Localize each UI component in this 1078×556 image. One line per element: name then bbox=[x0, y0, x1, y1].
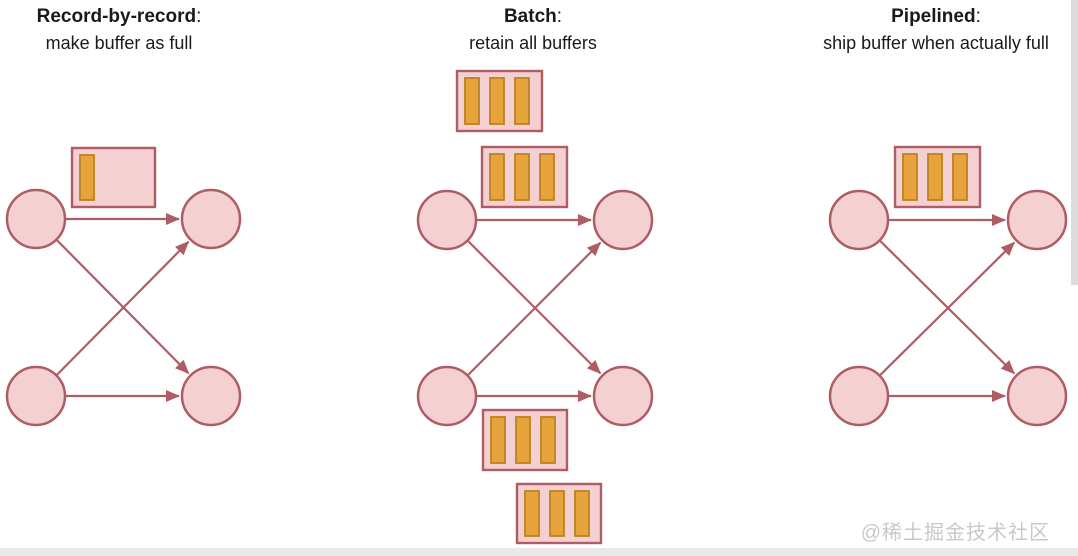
buffer-slot-filled-batch-2-2 bbox=[514, 153, 530, 201]
column-heading: Batch: bbox=[412, 4, 654, 30]
column-title-record-by-record: Record-by-record: make buffer as full bbox=[0, 4, 238, 56]
buffer-slot-filled-record-by-record-1-1 bbox=[79, 154, 95, 201]
arrow-batch-src-top-to-dst-bottom bbox=[466, 239, 602, 375]
column-heading-colon: : bbox=[196, 6, 202, 27]
buffer-slot-filled-pipelined-1-1 bbox=[902, 153, 918, 201]
node-batch-src-top bbox=[416, 189, 478, 251]
column-heading: Pipelined: bbox=[796, 4, 1076, 30]
arrow-record-by-record-src-top-to-dst-bottom bbox=[55, 238, 190, 375]
buffer-slot-filled-batch-4-2 bbox=[549, 490, 565, 537]
column-title-pipelined: Pipelined: ship buffer when actually ful… bbox=[796, 4, 1076, 56]
arrow-batch-src-bottom-to-dst-top bbox=[466, 241, 602, 377]
buffer-slot-filled-batch-2-3 bbox=[539, 153, 555, 201]
column-heading-colon: : bbox=[556, 6, 563, 27]
column-subtitle: make buffer as full bbox=[45, 33, 193, 53]
arrow-record-by-record-src-bottom-to-dst-top bbox=[55, 240, 190, 377]
column-heading-text: Batch bbox=[503, 6, 557, 27]
node-record-by-record-dst-bottom bbox=[180, 365, 242, 427]
horizontal-scrollbar-track[interactable] bbox=[0, 548, 1078, 556]
column-heading-text: Record-by-record bbox=[36, 6, 197, 27]
buffer-slot-filled-batch-3-1 bbox=[490, 416, 506, 464]
node-pipelined-dst-bottom bbox=[1006, 365, 1068, 427]
column-heading: Record-by-record: bbox=[0, 4, 238, 30]
buffer-slot-filled-batch-1-1 bbox=[464, 77, 480, 125]
column-heading-colon: : bbox=[975, 6, 981, 27]
arrow-pipelined-src-bottom-to-dst-top bbox=[878, 241, 1016, 377]
node-batch-dst-top bbox=[592, 189, 654, 251]
buffer-slot-filled-batch-4-1 bbox=[524, 490, 540, 537]
column-heading-text: Pipelined bbox=[891, 6, 976, 27]
node-record-by-record-dst-top bbox=[180, 188, 242, 250]
node-record-by-record-src-top bbox=[5, 188, 67, 250]
buffer-slot-filled-batch-4-3 bbox=[574, 490, 590, 537]
node-pipelined-src-bottom bbox=[828, 365, 890, 427]
buffer-slot-filled-pipelined-1-3 bbox=[952, 153, 968, 201]
vertical-scrollbar-thumb[interactable] bbox=[1071, 0, 1078, 285]
node-batch-src-bottom bbox=[416, 365, 478, 427]
buffer-slot-filled-pipelined-1-2 bbox=[927, 153, 943, 201]
buffer-slot-filled-batch-1-2 bbox=[489, 77, 505, 125]
buffer-slot-filled-batch-3-2 bbox=[515, 416, 531, 464]
buffer-slot-filled-batch-2-1 bbox=[489, 153, 505, 201]
node-pipelined-src-top bbox=[828, 189, 890, 251]
buffer-slot-filled-batch-1-3 bbox=[514, 77, 530, 125]
watermark: @稀土掘金技术社区 bbox=[860, 522, 1050, 544]
node-record-by-record-src-bottom bbox=[5, 365, 67, 427]
arrow-pipelined-src-top-to-dst-bottom bbox=[878, 239, 1016, 375]
buffer-slot-filled-batch-3-3 bbox=[540, 416, 556, 464]
column-subtitle: ship buffer when actually full bbox=[823, 33, 1049, 53]
node-pipelined-dst-top bbox=[1006, 189, 1068, 251]
column-subtitle: retain all buffers bbox=[469, 33, 597, 53]
column-title-batch: Batch: retain all buffers bbox=[412, 4, 654, 56]
node-batch-dst-bottom bbox=[592, 365, 654, 427]
